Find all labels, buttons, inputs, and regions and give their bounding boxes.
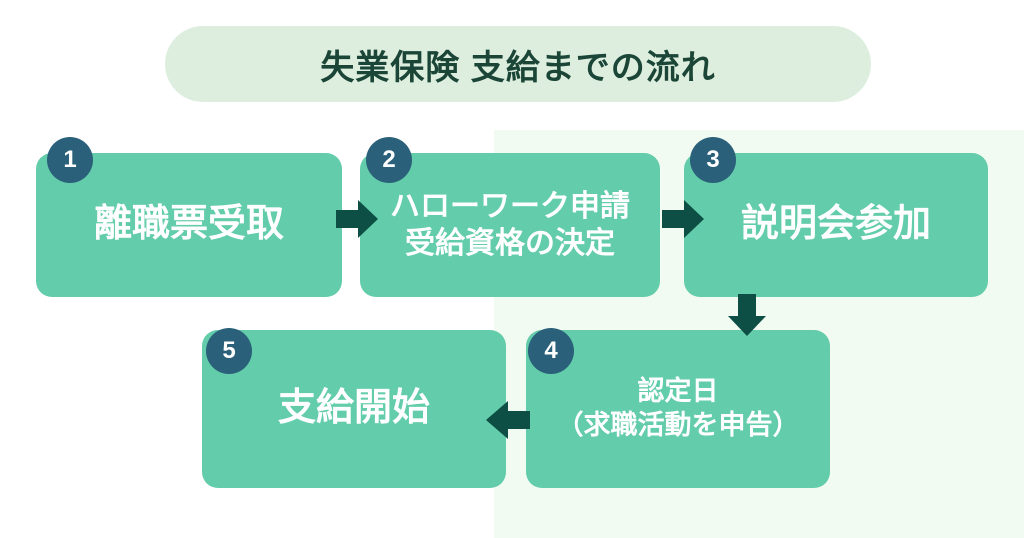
step-number-badge-1: 1 (47, 137, 93, 183)
arrow-right-icon-step2-step3 (662, 198, 704, 240)
step-4-line-1: 認定日 (637, 376, 719, 407)
step-number-badge-5: 5 (206, 328, 252, 374)
step-box-3[interactable]: 説明会参加 (684, 153, 988, 297)
arrow-left-icon-step4-step5 (484, 398, 530, 442)
step-box-4[interactable]: 認定日 （求職活動を申告） (526, 330, 830, 488)
step-2-line-1: ハローワーク申請 (390, 189, 630, 223)
step-4-line-2: （求職活動を申告） (556, 410, 800, 440)
page-title: 失業保険 支給までの流れ (320, 48, 716, 87)
arrow-right-icon-step1-step2 (336, 198, 378, 240)
step-box-5[interactable]: 支給開始 (202, 330, 506, 488)
arrow-down-icon-step3-step4 (726, 294, 768, 336)
step-box-1[interactable]: 離職票受取 (36, 153, 342, 297)
step-3-line-1: 説明会参加 (740, 203, 931, 246)
step-number-badge-4: 4 (528, 328, 574, 374)
step-number-badge-3: 3 (690, 137, 736, 183)
step-box-2[interactable]: ハローワーク申請 受給資格の決定 (360, 153, 660, 297)
step-1-line-1: 離職票受取 (93, 203, 284, 246)
step-5-line-1: 支給開始 (277, 387, 430, 430)
title-banner: 失業保険 支給までの流れ (165, 26, 871, 102)
step-number-badge-2: 2 (366, 137, 412, 183)
step-2-line-2: 受給資格の決定 (405, 227, 615, 260)
